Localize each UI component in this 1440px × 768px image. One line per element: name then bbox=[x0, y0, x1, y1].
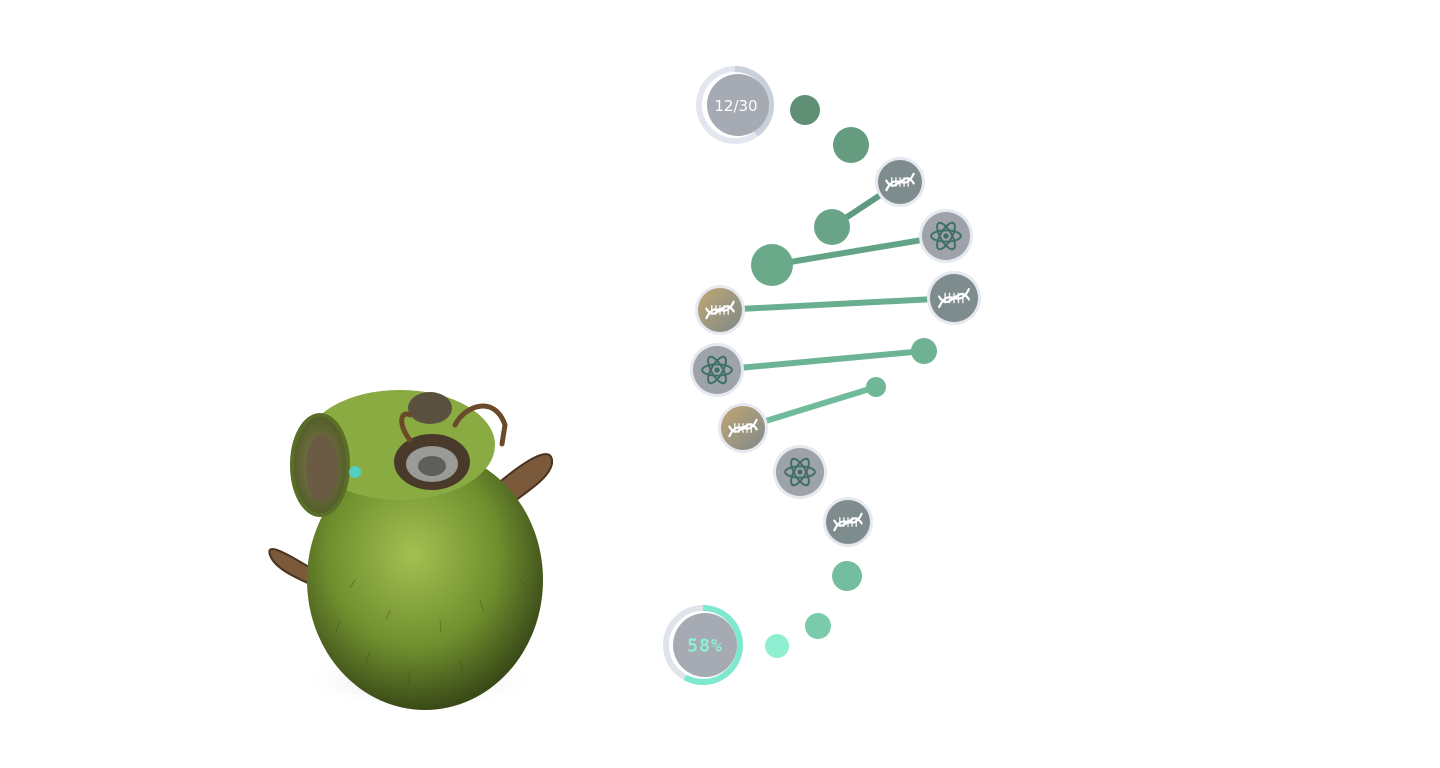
atom-icon bbox=[701, 355, 733, 385]
helix-collectible-node[interactable] bbox=[875, 157, 925, 207]
helix-rung bbox=[714, 348, 927, 373]
helix-rung bbox=[769, 233, 949, 268]
collection-counter-badge[interactable]: 12/30 bbox=[696, 66, 774, 144]
helix-collectible-node[interactable] bbox=[927, 271, 981, 325]
helix-dot bbox=[866, 377, 886, 397]
helix-dot bbox=[765, 634, 789, 658]
helix-dot bbox=[790, 95, 820, 125]
helix-collectible-node[interactable] bbox=[718, 403, 768, 453]
helix-collectible-node[interactable] bbox=[773, 445, 827, 499]
helix-dot bbox=[805, 613, 831, 639]
helix-collectible-node[interactable] bbox=[690, 343, 744, 397]
completion-circle bbox=[673, 613, 737, 677]
helix-collectible-node[interactable] bbox=[919, 209, 973, 263]
completion-percentage-text: 58% bbox=[687, 636, 723, 657]
counter-circle bbox=[707, 74, 769, 136]
collection-counter-text: 12/30 bbox=[714, 97, 757, 115]
helix-collectible-node[interactable] bbox=[823, 497, 873, 547]
dna-icon bbox=[885, 172, 915, 192]
atom-icon bbox=[784, 457, 816, 487]
dna-icon bbox=[833, 512, 863, 532]
helix-dot bbox=[911, 338, 937, 364]
dna-icon bbox=[728, 418, 758, 438]
helix-rung bbox=[717, 295, 957, 313]
dna-icon bbox=[938, 287, 970, 309]
helix-dot bbox=[751, 244, 793, 286]
helix-dot bbox=[833, 127, 869, 163]
helix-collectible-node[interactable] bbox=[695, 285, 745, 335]
counter-ring-progress bbox=[696, 66, 774, 144]
dna-icon bbox=[705, 300, 735, 320]
completion-ring-progress bbox=[663, 605, 743, 685]
atom-icon bbox=[930, 221, 962, 251]
helix-dot bbox=[832, 561, 862, 591]
helix-dot bbox=[814, 209, 850, 245]
completion-badge[interactable]: 58% bbox=[663, 605, 743, 685]
creature-character[interactable] bbox=[260, 380, 570, 730]
